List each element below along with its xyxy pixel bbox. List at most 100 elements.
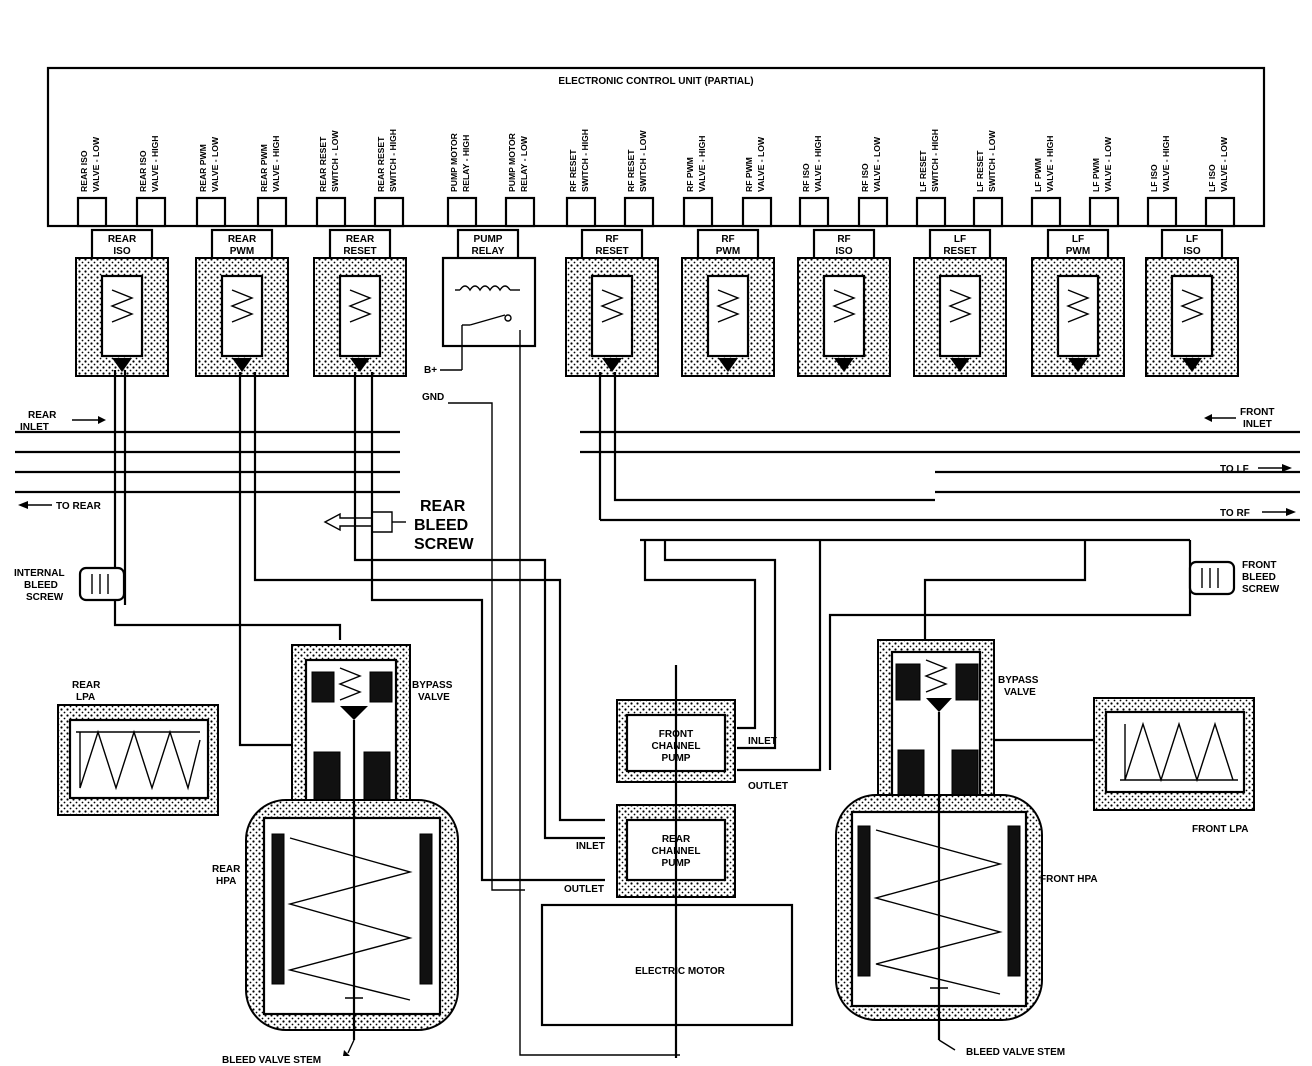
front-lpa: [1093, 697, 1255, 811]
ecu-pin-label-2: RELAY - HIGH: [461, 135, 471, 192]
ecu-pin-label-2: VALVE - LOW: [1103, 136, 1113, 192]
ecu-pin-label-1: REAR ISO: [79, 150, 89, 192]
ecu-pin-label-1: LF PWM: [1091, 158, 1101, 192]
to-rear-label: TO REAR: [56, 501, 102, 512]
valve-label-2: RESET: [943, 246, 976, 257]
valve-label-2: PWM: [716, 246, 740, 257]
valve-label-2: PWM: [230, 246, 254, 257]
ecu-pin-label-1: LF ISO: [1207, 164, 1217, 192]
valve-label-1: PUMP: [474, 234, 503, 245]
ecu-pin-label-1: REAR PWM: [259, 144, 269, 192]
rear-bleed-label-3: SCREW: [414, 536, 474, 553]
front-pump-label-2: CHANNEL: [652, 741, 701, 752]
ecu-pin-label-2: VALVE - HIGH: [1045, 136, 1055, 193]
front-lpa-label: FRONT LPA: [1192, 824, 1248, 835]
front-bleed-label-3: SCREW: [1242, 584, 1280, 595]
ecu-pin-label-1: RF RESET: [626, 149, 636, 192]
ecu-pin-label-1: LF ISO: [1149, 164, 1159, 192]
bleed-stem-front-label: BLEED VALVE STEM: [966, 1047, 1065, 1058]
valve-label-1: RF: [721, 234, 734, 245]
internal-bleed-label-2: BLEED: [24, 580, 58, 591]
valve-label-2: ISO: [113, 246, 130, 257]
valve-label-1: RF: [605, 234, 618, 245]
internal-bleed-label-3: SCREW: [26, 592, 64, 603]
ecu-pin-label-2: SWITCH - HIGH: [388, 129, 398, 192]
rear-bleed-screw-icon: [323, 511, 406, 533]
pump-relay: [440, 256, 537, 371]
ecu-pin-label-1: LF RESET: [975, 150, 985, 192]
outlet-rear-label: OUTLET: [564, 884, 604, 895]
valve-label-2: PWM: [1066, 246, 1090, 257]
ecu-pin-label-2: VALVE - HIGH: [697, 136, 707, 193]
pump-assembly: [540, 665, 794, 1058]
ecu-pin-label-1: RF RESET: [568, 149, 578, 192]
bypass-front-label-1: BYPASS: [998, 675, 1039, 686]
hydraulic-lines: [15, 370, 1300, 882]
electric-motor-label: ELECTRIC MOTOR: [635, 966, 726, 977]
valve-label-2: RESET: [343, 246, 376, 257]
valve-label-2: ISO: [1183, 246, 1200, 257]
front-hpa: [835, 639, 1043, 1040]
valve-label-2: RESET: [595, 246, 628, 257]
front-bleed-screw-icon: [1188, 560, 1236, 596]
valve-label-2: ISO: [835, 246, 852, 257]
to-rf-label: TO RF: [1220, 508, 1250, 519]
ecu-pin-label-1: PUMP MOTOR: [449, 132, 459, 192]
ecu-pin-label-1: LF PWM: [1033, 158, 1043, 192]
front-hpa-label: FRONT HPA: [1040, 874, 1098, 885]
ecu-pin-label-2: SWITCH - LOW: [987, 130, 997, 192]
ecu-pin-label-1: REAR PWM: [198, 144, 208, 192]
ecu-pin-label-2: VALVE - HIGH: [271, 136, 281, 193]
valve-label-1: LF: [954, 234, 966, 245]
internal-bleed-label-1: INTERNAL: [14, 568, 65, 579]
front-inlet-label-2: INLET: [1243, 419, 1272, 430]
ecu-pin-label-2: SWITCH - LOW: [638, 130, 648, 192]
rear-pump-label-3: PUMP: [662, 858, 691, 869]
bleed-stem-rear-label: BLEED VALVE STEM: [222, 1055, 321, 1066]
bypass-rear-label-2: VALVE: [418, 692, 450, 703]
rear-pump-label-2: CHANNEL: [652, 846, 701, 857]
valve-label-1: REAR: [346, 234, 375, 245]
ecu-pin-label-1: REAR RESET: [376, 136, 386, 192]
rear-hpa: [245, 644, 459, 1040]
front-bleed-label-2: BLEED: [1242, 572, 1276, 583]
rear-hpa-label-2: HPA: [216, 876, 236, 887]
rear-bleed-label-2: BLEED: [414, 517, 468, 534]
inlet-front-label: INLET: [748, 736, 777, 747]
ecu-block: ELECTRONIC CONTROL UNIT (PARTIAL) REAR I…: [46, 66, 1266, 228]
flow-arrows: [18, 414, 1296, 516]
rear-lpa-label-2: LPA: [76, 692, 95, 703]
ecu-pin-label-2: VALVE - HIGH: [150, 136, 160, 193]
ecu-pin-label-2: VALVE - LOW: [756, 136, 766, 192]
ecu-pin-label-2: VALVE - LOW: [1219, 136, 1229, 192]
ecu-pin-label-2: VALVE - HIGH: [1161, 136, 1171, 193]
ecu-pin-label-2: VALVE - LOW: [210, 136, 220, 192]
rear-lpa: [57, 704, 219, 816]
ecu-pin-label-1: PUMP MOTOR: [507, 132, 517, 192]
